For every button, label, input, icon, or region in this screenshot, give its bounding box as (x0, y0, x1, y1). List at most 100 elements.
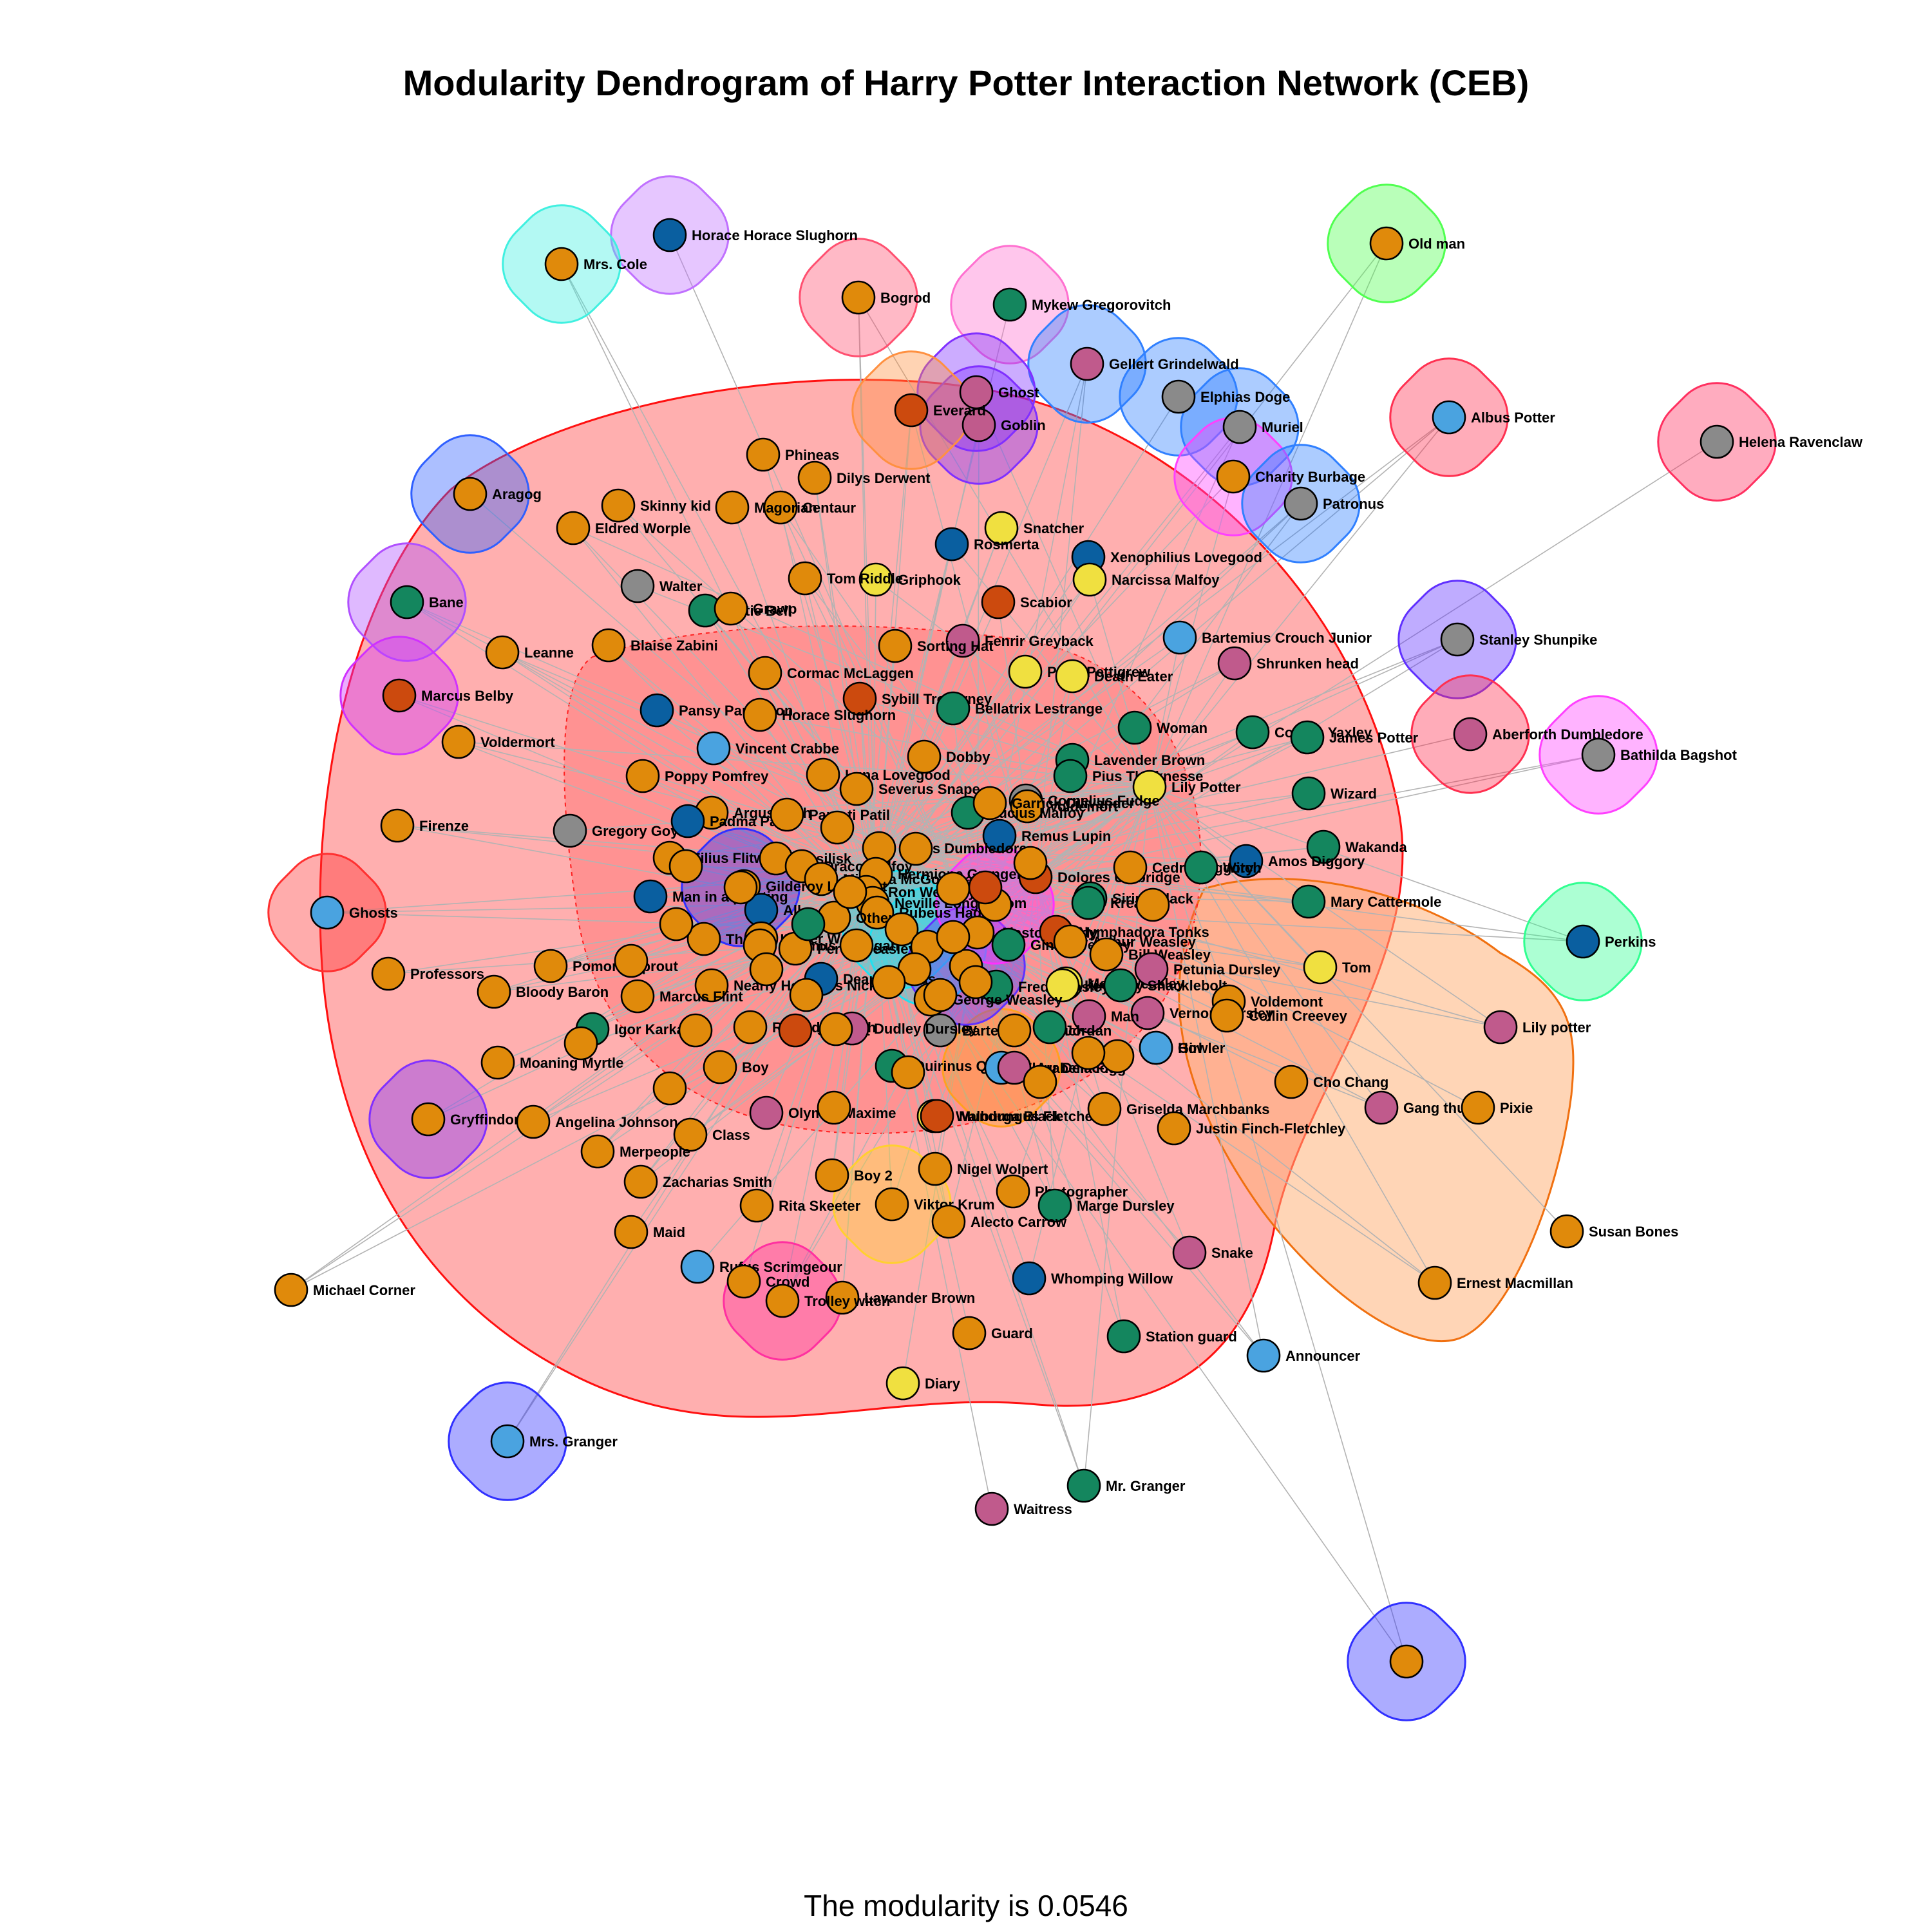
network-node[interactable]: Gellert Grindelwald (1070, 346, 1239, 381)
node-circle[interactable] (1246, 1338, 1281, 1373)
network-node[interactable]: Voldemort (1010, 789, 1119, 824)
network-node[interactable]: Albus Potter (1432, 400, 1555, 435)
network-node[interactable]: Scabior (981, 585, 1072, 620)
network-node[interactable]: Tom Riddle (788, 561, 903, 596)
network-node[interactable]: Remus Lupin (982, 819, 1111, 853)
node-circle[interactable] (920, 1099, 954, 1133)
node-circle[interactable] (411, 1102, 446, 1137)
network-node[interactable]: Goblin (961, 408, 1046, 442)
network-node[interactable]: Sorting Hat (878, 629, 994, 663)
network-node[interactable]: Severus Snape (839, 772, 980, 806)
network-node[interactable]: Stanley Shunpike (1440, 622, 1597, 657)
node-circle[interactable] (694, 968, 729, 1003)
network-node[interactable]: Zacharias Smith (623, 1164, 772, 1199)
node-circle[interactable] (601, 488, 636, 523)
node-circle[interactable] (310, 895, 345, 930)
node-circle[interactable] (726, 1264, 761, 1299)
node-circle[interactable] (1184, 850, 1218, 885)
network-node[interactable]: Bathilda Bagshot (1581, 737, 1738, 772)
network-node[interactable]: Man (1072, 999, 1139, 1034)
node-circle[interactable] (1071, 1036, 1106, 1070)
node-circle[interactable] (894, 393, 929, 428)
node-circle[interactable] (1117, 710, 1152, 745)
node-circle[interactable] (833, 875, 867, 909)
network-node[interactable]: Everard (894, 393, 986, 428)
node-circle[interactable] (1106, 1319, 1141, 1354)
node-circle[interactable] (591, 628, 626, 663)
node-circle[interactable] (974, 1492, 1009, 1526)
network-node[interactable]: Amos Diggory (1229, 844, 1365, 878)
node-circle[interactable] (878, 629, 913, 663)
network-node[interactable] (958, 965, 993, 999)
network-node[interactable] (1389, 1644, 1424, 1679)
node-circle[interactable] (1072, 562, 1107, 597)
network-node[interactable]: Magorian (715, 490, 817, 525)
node-circle[interactable] (652, 1071, 687, 1106)
network-node[interactable]: Moaning Myrtle (480, 1045, 623, 1080)
network-node[interactable]: Mrs. Granger (490, 1424, 618, 1459)
node-circle[interactable] (477, 974, 511, 1009)
network-node[interactable]: Bogrod (841, 280, 931, 315)
network-node[interactable]: Rita Skeeter (739, 1188, 861, 1223)
network-node[interactable]: Station guard (1106, 1319, 1237, 1354)
node-circle[interactable] (819, 1012, 853, 1046)
node-circle[interactable] (1483, 1010, 1518, 1045)
network-node[interactable]: Helena Ravenclaw (1700, 424, 1863, 459)
node-circle[interactable] (714, 591, 748, 626)
node-circle[interactable] (923, 978, 958, 1012)
node-circle[interactable] (1172, 1235, 1207, 1270)
network-node[interactable]: Bane (390, 585, 464, 620)
node-circle[interactable] (1008, 654, 1043, 689)
network-node[interactable]: Boy 2 (815, 1158, 893, 1193)
node-circle[interactable] (1103, 968, 1138, 1003)
network-node[interactable]: Marcus Flint (620, 979, 743, 1014)
node-circle[interactable] (1113, 850, 1148, 885)
node-circle[interactable] (1303, 950, 1338, 985)
node-circle[interactable] (1135, 887, 1170, 922)
node-circle[interactable] (1274, 1065, 1309, 1099)
node-circle[interactable] (1089, 937, 1124, 972)
node-circle[interactable] (778, 1013, 813, 1048)
node-circle[interactable] (923, 1013, 958, 1048)
node-circle[interactable] (1053, 924, 1088, 959)
node-circle[interactable] (733, 1010, 768, 1045)
node-circle[interactable] (1071, 886, 1106, 920)
network-node[interactable] (884, 912, 919, 947)
node-circle[interactable] (996, 1174, 1030, 1209)
network-node[interactable]: Cormac McLaggen (748, 656, 914, 690)
node-circle[interactable] (1235, 715, 1270, 750)
node-circle[interactable] (1290, 720, 1325, 755)
network-node[interactable]: Howler (1139, 1030, 1226, 1065)
network-node[interactable] (1013, 846, 1048, 880)
node-circle[interactable] (952, 1316, 987, 1350)
network-node[interactable]: Petunia Dursley (1134, 952, 1281, 987)
network-node[interactable]: Tom (1303, 950, 1371, 985)
node-circle[interactable] (1369, 226, 1404, 261)
node-circle[interactable] (371, 956, 406, 991)
node-circle[interactable] (992, 287, 1027, 322)
node-circle[interactable] (1453, 717, 1488, 752)
node-circle[interactable] (806, 757, 840, 792)
network-node[interactable]: Bellatrix Lestrange (936, 691, 1103, 726)
node-circle[interactable] (1161, 379, 1196, 414)
network-node[interactable] (1023, 1065, 1057, 1099)
network-node[interactable]: Griselda Marchbanks (1087, 1092, 1270, 1126)
network-node[interactable]: Michael Corner (274, 1273, 415, 1307)
network-node[interactable]: Horace Slughorn (743, 697, 896, 732)
node-circle[interactable] (1440, 622, 1475, 657)
node-circle[interactable] (1037, 1188, 1072, 1223)
network-node[interactable] (871, 965, 906, 999)
network-node[interactable]: Lily potter (1483, 1010, 1591, 1045)
node-circle[interactable] (680, 1249, 715, 1284)
network-node[interactable]: Class (673, 1117, 750, 1152)
network-node[interactable]: Wizard (1291, 776, 1377, 811)
node-circle[interactable] (453, 477, 488, 511)
network-node[interactable] (659, 907, 694, 942)
network-node[interactable]: Pixie (1461, 1090, 1533, 1125)
node-circle[interactable] (961, 408, 996, 442)
node-circle[interactable] (825, 1280, 860, 1315)
network-node[interactable] (820, 810, 855, 845)
node-circle[interactable] (380, 808, 415, 843)
node-circle[interactable] (390, 585, 424, 620)
network-node[interactable]: Luna Lovegood (806, 757, 951, 792)
